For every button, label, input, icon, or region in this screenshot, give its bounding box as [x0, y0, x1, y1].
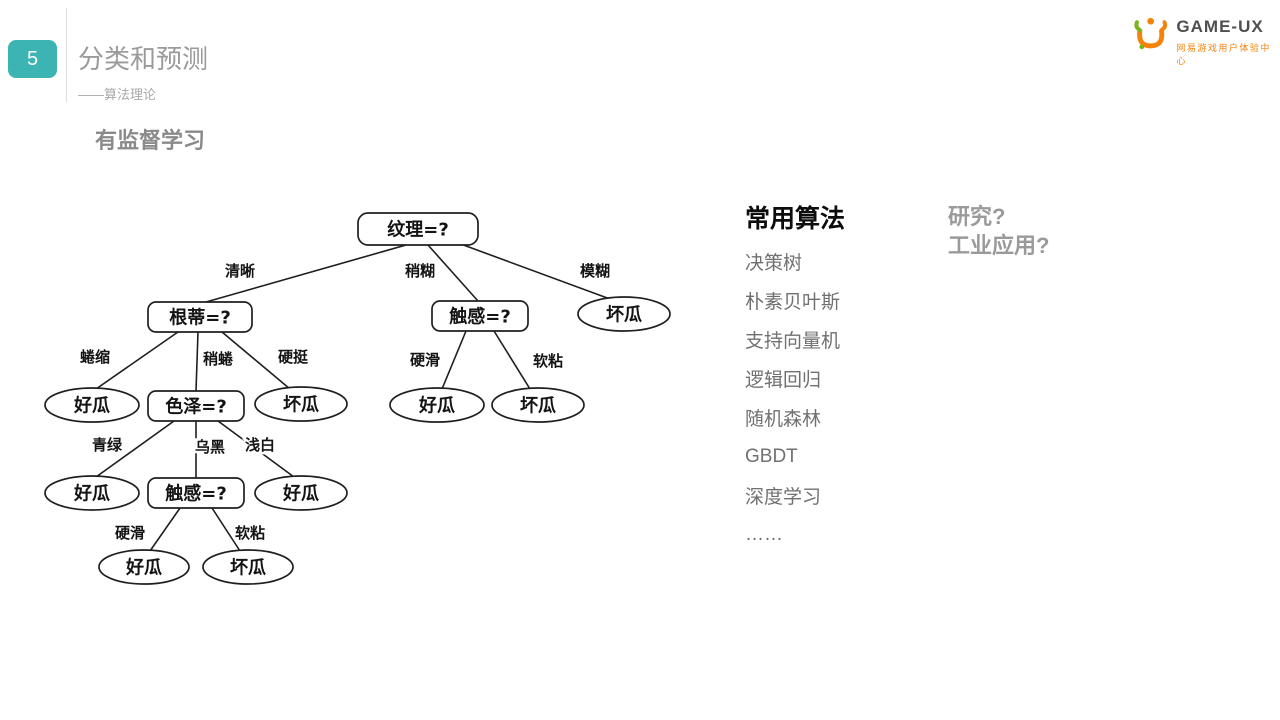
algorithm-item-decision-tree: 决策树 — [745, 253, 803, 274]
tree-leaf-label: 好瓜 — [73, 395, 110, 417]
tree-leaf-label: 好瓜 — [125, 557, 162, 579]
edge-label-shaohu: 稍糊 — [405, 262, 435, 280]
edge-label-shaoquan: 稍蜷 — [203, 350, 234, 368]
gameux-logo-icon — [1134, 17, 1168, 50]
section-heading: 有监督学习 — [95, 128, 206, 153]
tree-node-color: 色泽=? — [147, 390, 245, 422]
tree-leaf-label: 好瓜 — [282, 483, 319, 505]
header-divider — [66, 8, 67, 102]
logo-name: GAME-UX — [1176, 17, 1264, 36]
edge-label-wuhei: 乌黑 — [195, 438, 225, 456]
page-number: 5 — [26, 47, 39, 70]
edge-label-yinghua2: 硬滑 — [115, 524, 145, 542]
logo-texts: GAME-UX 网易游戏用户体验中心 — [1176, 14, 1280, 67]
tree-node-root-stem: 根蒂=? — [147, 301, 253, 333]
tree-node-label: 触感=? — [165, 483, 227, 505]
edge-label-ruanzhan2: 软粘 — [235, 524, 265, 542]
question-research: 研究? — [948, 204, 1006, 229]
tree-leaf-bad-2: 坏瓜 — [254, 386, 348, 422]
algorithm-item-ellipsis: …… — [745, 523, 783, 545]
edge-label-qianbai: 浅白 — [245, 436, 275, 454]
slide-subtitle: ——算法理论 — [78, 87, 157, 102]
edge-label-qinglv: 青绿 — [92, 436, 123, 454]
tree-node-texture: 纹理=? — [357, 212, 479, 246]
edge-label-mohu: 模糊 — [580, 262, 610, 280]
algorithm-item-naive-bayes: 朴素贝叶斯 — [745, 292, 841, 313]
edge-label-ruanzhan1: 软粘 — [533, 352, 563, 370]
tree-leaf-good-5: 好瓜 — [98, 549, 190, 585]
tree-leaf-good-3: 好瓜 — [44, 475, 140, 511]
edge-label-yingting: 硬挺 — [278, 348, 309, 366]
tree-leaf-good-1: 好瓜 — [44, 387, 140, 423]
tree-node-label: 触感=? — [449, 306, 511, 328]
page-number-badge: 5 — [8, 40, 57, 78]
algorithms-heading: 常用算法 — [745, 205, 846, 233]
tree-leaf-label: 坏瓜 — [230, 558, 266, 579]
tree-node-touch-1: 触感=? — [431, 300, 529, 332]
logo: GAME-UX 网易游戏用户体验中心 — [1130, 14, 1280, 67]
tree-leaf-bad-4: 坏瓜 — [202, 549, 294, 585]
logo-subtitle: 网易游戏用户体验中心 — [1176, 43, 1271, 66]
algorithms-panel: 常用算法 决策树 朴素贝叶斯 支持向量机 逻辑回归 随机森林 GBDT 深度学习… — [745, 204, 845, 554]
edge-label-quansuo: 蜷缩 — [80, 348, 110, 366]
tree-leaf-label: 坏瓜 — [520, 396, 556, 417]
tree-node-label: 色泽=? — [165, 396, 227, 418]
tree-edge-lines — [95, 242, 611, 552]
question-industry: 工业应用? — [948, 233, 1050, 258]
tree-node-label: 纹理=? — [387, 219, 449, 241]
edge-label-yinghua1: 硬滑 — [410, 351, 440, 369]
tree-node-touch-2: 触感=? — [147, 477, 245, 509]
tree-leaf-label: 好瓜 — [418, 395, 455, 417]
algorithm-item-svm: 支持向量机 — [745, 331, 841, 352]
tree-leaf-bad-1: 坏瓜 — [577, 296, 671, 332]
algorithm-item-random-forest: 随机森林 — [745, 409, 822, 430]
slide-title: 分类和预测 — [78, 44, 209, 74]
tree-leaf-good-4: 好瓜 — [254, 475, 348, 511]
tree-leaf-label: 坏瓜 — [283, 395, 319, 416]
edge-label-qingxi: 清晰 — [225, 262, 255, 280]
tree-leaf-bad-3: 坏瓜 — [491, 387, 585, 423]
tree-leaf-good-2: 好瓜 — [389, 387, 485, 423]
tree-leaf-label: 坏瓜 — [606, 305, 642, 326]
questions-panel: 研究? 工业应用? — [948, 202, 1049, 260]
tree-node-label: 根蒂=? — [169, 307, 231, 329]
algorithm-item-gbdt: GBDT — [745, 445, 798, 467]
algorithm-item-deep-learning: 深度学习 — [745, 487, 822, 508]
decision-tree-diagram: 清晰 稍糊 模糊 蜷缩 稍蜷 硬挺 硬滑 软粘 青绿 乌黑 浅白 硬滑 软粘 纹… — [44, 212, 671, 585]
algorithm-item-logistic-regression: 逻辑回归 — [745, 370, 822, 391]
tree-leaf-label: 好瓜 — [73, 483, 110, 505]
